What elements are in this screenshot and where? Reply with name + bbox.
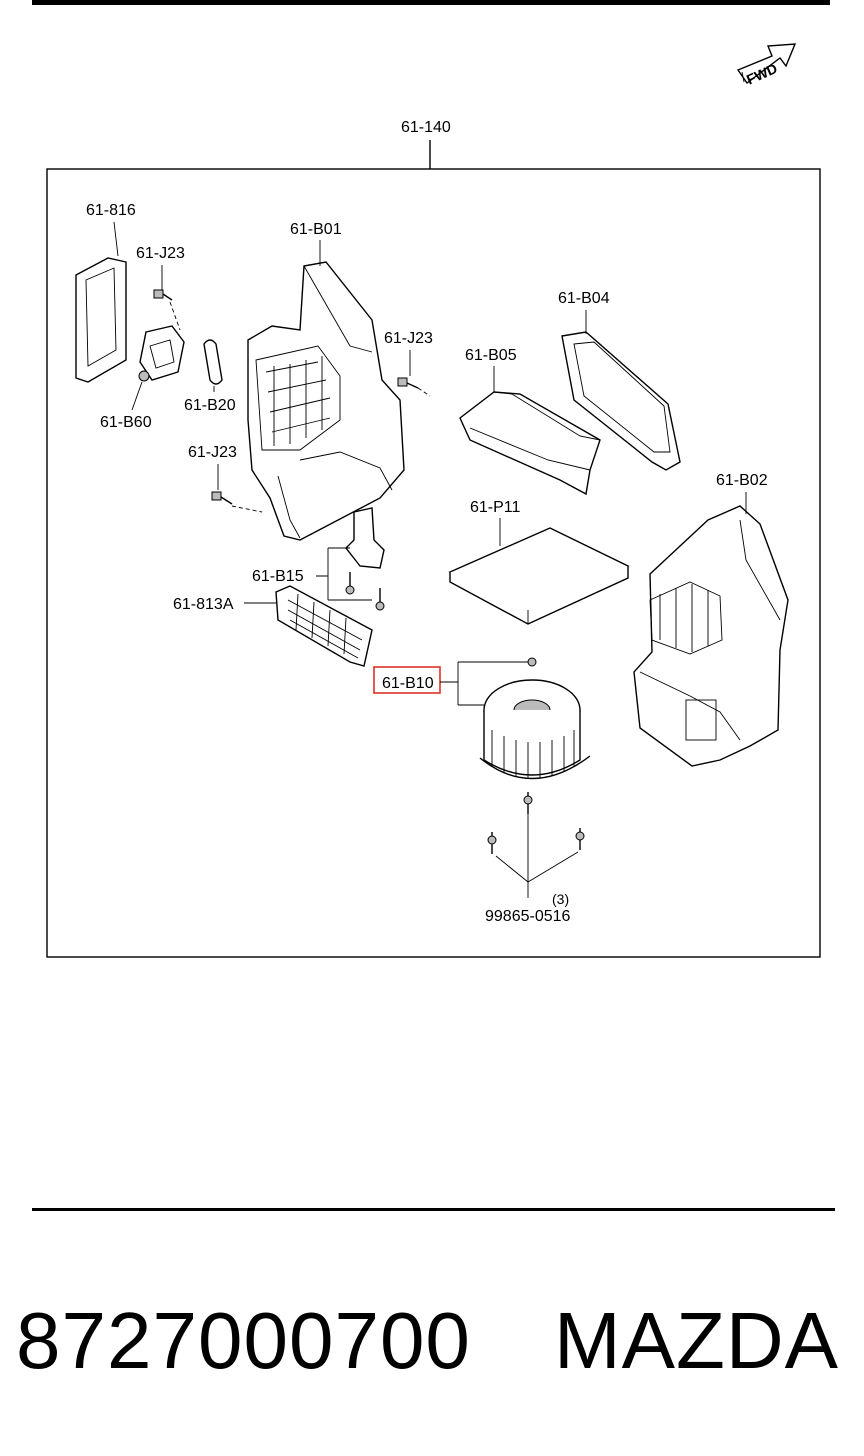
part-b02-lower-case: [633, 505, 789, 767]
part-p11-filter: [448, 527, 630, 625]
part-816-gasket: [75, 257, 127, 383]
screw-j23-c: [211, 491, 233, 505]
label-61-b02: 61-B02: [716, 472, 768, 489]
part-813a-grille: [275, 585, 373, 667]
label-61-b20: 61-B20: [184, 397, 236, 414]
label-61-b15: 61-B15: [252, 568, 304, 585]
label-61-b60: 61-B60: [100, 414, 152, 431]
screw-j23-b: [397, 377, 419, 389]
part-b01-upper-case: [247, 261, 405, 541]
part-number: 8727000700: [16, 1296, 471, 1385]
label-61-j23-c: 61-J23: [188, 444, 237, 461]
screw-b15-a: [345, 572, 355, 595]
label-61-813a: 61-813A: [173, 596, 234, 613]
label-61-j23-a: 61-J23: [136, 245, 185, 262]
bottom-rule: [32, 1208, 835, 1211]
fwd-arrow-icon: FWD: [736, 43, 797, 88]
label-99865-0516: 99865-0516: [485, 908, 571, 925]
screws-99865-0516: [487, 792, 585, 854]
assembly-label: 61-140: [401, 119, 451, 136]
fwd-label: FWD: [744, 60, 780, 88]
label-61-j23-b: 61-J23: [384, 330, 433, 347]
part-b10-blower: [479, 657, 591, 780]
label-61-816: 61-816: [86, 202, 136, 219]
label-61-b10: 61-B10: [382, 675, 434, 692]
assembly-frame: [46, 168, 821, 958]
highlight-box: [373, 666, 441, 694]
part-b60-actuator: [138, 325, 185, 382]
top-rule: [32, 0, 830, 5]
label-61-p11: 61-P11: [470, 499, 521, 516]
part-b04-seal: [561, 331, 681, 471]
screw-j23-a: [153, 289, 173, 301]
brand-name: MAZDA: [554, 1296, 839, 1385]
part-b20-link: [203, 339, 223, 385]
screw-qty: (3): [552, 891, 569, 907]
label-61-b01: 61-B01: [290, 221, 342, 238]
footer: 8727000700 MAZDA: [16, 1296, 856, 1386]
screw-b15-b: [375, 588, 385, 611]
label-61-b04: 61-B04: [558, 290, 610, 307]
part-b15-bracket: [345, 507, 385, 611]
part-b05-cover: [459, 391, 601, 496]
parts-diagram: FWD 61-140 61-816 61-J23 61-B60 61-B20: [46, 43, 821, 958]
label-61-b05: 61-B05: [465, 347, 517, 364]
